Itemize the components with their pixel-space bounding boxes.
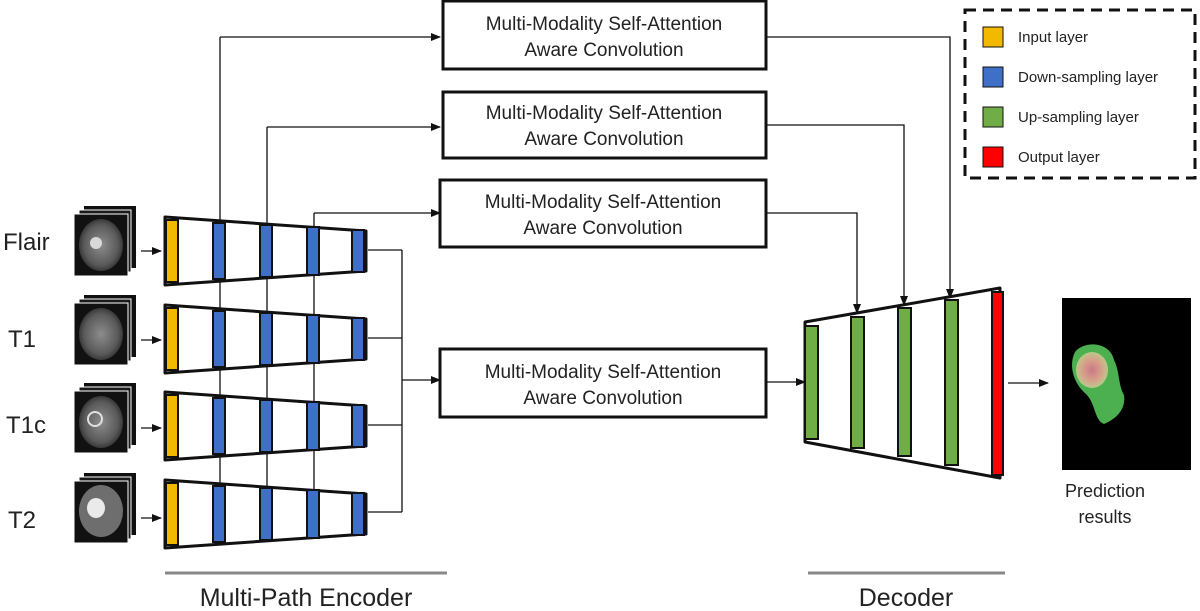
multi-path-encoder <box>163 215 368 550</box>
mri-stack-flair <box>73 206 136 277</box>
input-layer <box>165 307 179 371</box>
encoder-path <box>163 215 368 287</box>
down-sampling-layer <box>259 487 273 541</box>
output-layer <box>991 291 1004 476</box>
input-layer <box>165 219 179 283</box>
prediction-label-line1: Prediction <box>1065 481 1145 501</box>
down-sampling-layer <box>351 492 365 536</box>
down-sampling-layer <box>212 222 226 280</box>
modality-images <box>73 206 136 544</box>
decoder-block <box>803 286 1004 480</box>
mri-stack-t1 <box>73 295 136 366</box>
down-sampling-layer <box>351 404 365 448</box>
attention-block-title: Multi-Modality Self-Attention <box>486 103 723 124</box>
legend-label-down: Down-sampling layer <box>1018 69 1158 86</box>
attention-block-subtitle: Aware Convolution <box>523 388 682 409</box>
prediction-label-line2: results <box>1078 507 1131 527</box>
input-layer <box>165 482 179 546</box>
down-sampling-layer <box>351 229 365 273</box>
down-sampling-layer <box>259 224 273 278</box>
attention-block: Multi-Modality Self-Attention Aware Conv… <box>441 90 768 160</box>
down-sampling-layer <box>259 312 273 366</box>
attention-blocks: Multi-Modality Self-Attention Aware Conv… <box>438 0 768 419</box>
down-sampling-layer <box>212 310 226 368</box>
attention-block: Multi-Modality Self-Attention Aware Conv… <box>438 178 768 249</box>
mri-stack-t1c <box>73 383 136 454</box>
attention-block: Multi-Modality Self-Attention Aware Conv… <box>441 0 768 71</box>
encoder-path <box>163 303 368 375</box>
attention-block-title: Multi-Modality Self-Attention <box>485 192 722 213</box>
attention-block: Multi-Modality Self-Attention Aware Conv… <box>438 347 768 419</box>
legend-label-output: Output layer <box>1018 149 1100 166</box>
prediction-image <box>1062 298 1191 470</box>
legend-swatch-input <box>982 26 1004 48</box>
legend: Input layer Down-sampling layer Up-sampl… <box>963 8 1197 180</box>
down-sampling-layer <box>259 399 273 453</box>
down-sampling-layer <box>212 485 226 543</box>
legend-label-up: Up-sampling layer <box>1018 109 1139 126</box>
modality-label-flair: Flair <box>3 229 50 256</box>
attention-block-subtitle: Aware Convolution <box>524 129 683 150</box>
attention-block-subtitle: Aware Convolution <box>524 40 683 61</box>
legend-swatch-down <box>982 66 1004 88</box>
modality-labels: Flair T1 T1c T2 <box>3 229 50 534</box>
down-sampling-layer <box>212 397 226 455</box>
modality-label-t1c: T1c <box>6 412 46 439</box>
up-sampling-layer <box>804 325 819 440</box>
up-sampling-layer <box>897 307 912 457</box>
section-labels: Multi-Path Encoder Decoder <box>165 571 1005 611</box>
legend-label-input: Input layer <box>1018 29 1088 46</box>
input-layer <box>165 394 179 458</box>
attention-block-title: Multi-Modality Self-Attention <box>486 14 723 35</box>
up-sampling-layer <box>850 316 865 449</box>
up-sampling-layer <box>944 299 959 466</box>
encoder-path <box>163 478 368 550</box>
legend-swatch-output <box>982 146 1004 168</box>
encoder-label: Multi-Path Encoder <box>200 584 413 611</box>
down-sampling-layer <box>306 401 320 451</box>
attention-block-subtitle: Aware Convolution <box>523 218 682 239</box>
modality-label-t2: T2 <box>8 507 36 534</box>
attention-block-title: Multi-Modality Self-Attention <box>485 362 722 383</box>
encoder-path <box>163 390 368 462</box>
down-sampling-layer <box>306 314 320 364</box>
legend-swatch-up <box>982 106 1004 128</box>
down-sampling-layer <box>306 489 320 539</box>
down-sampling-layer <box>351 317 365 361</box>
mri-stack-t2 <box>73 473 136 544</box>
down-sampling-layer <box>306 226 320 276</box>
modality-label-t1: T1 <box>8 326 36 353</box>
decoder-label: Decoder <box>859 584 954 611</box>
